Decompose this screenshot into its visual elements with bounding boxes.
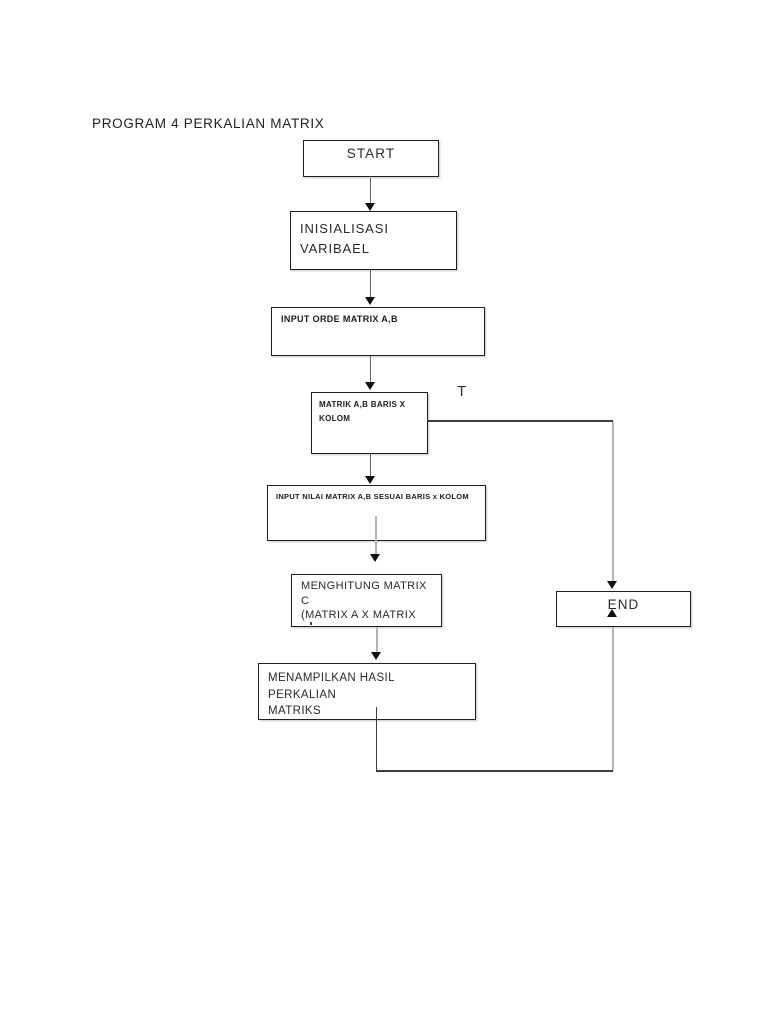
inisialisasi-line2: VARIBAEL: [300, 240, 370, 256]
start-label: START: [346, 146, 396, 161]
arrowhead-into-hitung: [370, 554, 380, 562]
page-title: PROGRAM 4 PERKALIAN MATRIX: [92, 116, 325, 131]
connector-cek-to-nilai: [370, 454, 372, 477]
arrowhead-into-init: [365, 203, 375, 211]
connector-hitung-to-tampil: [376, 627, 378, 653]
arrowhead-into-cek: [365, 382, 375, 390]
flow-node-cek-baris-kolom: MATRIK A,B BARIS X KOLOM: [311, 392, 428, 454]
connector-start-to-init: [370, 178, 372, 207]
return-path-bottom-horizontal: [376, 770, 613, 772]
arrowhead-into-nilai: [365, 476, 375, 484]
arrowhead-into-tampil: [371, 652, 381, 660]
menghitung-line3: (MATRIX A X MATRIX: [301, 609, 416, 622]
cek-line2: KOLOM: [319, 413, 351, 423]
input-nilai-label: INPUT NILAI MATRIX A,B SESUAI BARIS x KO…: [276, 492, 469, 501]
true-branch-label: T: [457, 383, 467, 400]
arrowhead-into-end-bottom: [607, 609, 617, 617]
connector-orde-to-cek: [370, 356, 372, 382]
input-orde-label: INPUT ORDE MATRIX A,B: [281, 314, 398, 324]
connector-nilai-to-hitung: [375, 516, 377, 556]
t-branch-horizontal-line: [427, 420, 613, 422]
connector-init-to-orde: [370, 270, 372, 297]
flow-node-inisialisasi-varibael: INISIALISASI VARIBAEL: [290, 211, 457, 270]
cek-line1: MATRIK A,B BARIS X: [319, 400, 406, 409]
menghitung-line2: C: [301, 594, 310, 607]
flow-node-input-orde: INPUT ORDE MATRIX A,B: [271, 307, 485, 356]
menampilkan-line2: MATRIKS: [268, 705, 322, 718]
return-path-right-vertical: [612, 627, 614, 770]
inisialisasi-line1: INISIALISASI: [300, 221, 389, 236]
menghitung-line1: MENGHITUNG MATRIX: [301, 580, 427, 592]
arrowhead-into-orde: [365, 297, 375, 305]
flow-node-start: START: [303, 140, 439, 177]
flow-node-menampilkan-hasil: MENAMPILKAN HASIL PERKALIAN MATRIKS: [258, 663, 476, 720]
arrowhead-into-end-top: [607, 581, 617, 589]
flow-node-menghitung-matrix: MENGHITUNG MATRIX C (MATRIX A X MATRIX: [291, 574, 442, 627]
end-label: END: [607, 597, 640, 612]
return-path-left-vertical: [376, 707, 378, 771]
t-branch-vertical-line: [612, 422, 614, 582]
flow-node-end: END: [556, 591, 691, 627]
menampilkan-line1: MENAMPILKAN HASIL PERKALIAN: [268, 672, 395, 701]
clipped-character-mark: [310, 622, 312, 625]
